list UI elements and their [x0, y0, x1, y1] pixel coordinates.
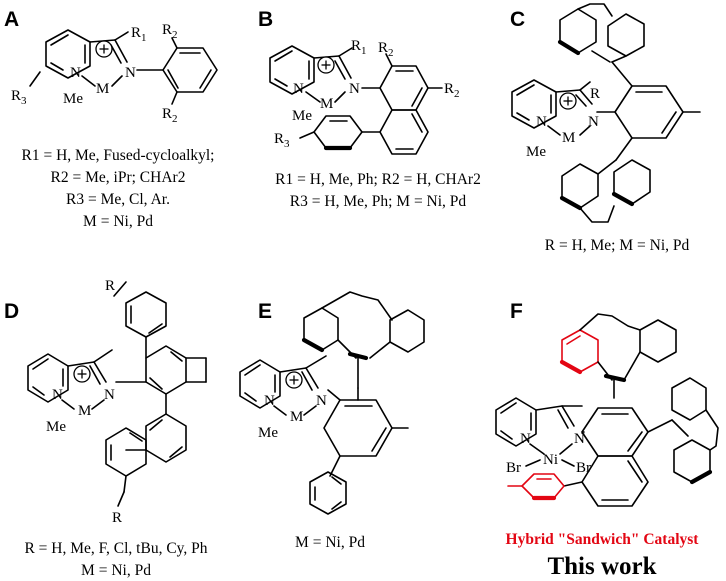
panel-e-letter: E: [258, 300, 272, 323]
panel-d-letter: D: [4, 300, 19, 323]
r1-sub: 1: [361, 45, 367, 57]
n-pyridine: N: [70, 65, 81, 81]
n-imine: N: [588, 114, 599, 130]
caption-line: R2 = Me, iPr; CHAr2: [51, 169, 186, 186]
panel-d-caption: R = H, Me, F, Cl, tBu, Cy, Ph M = Ni, Pd: [24, 540, 207, 579]
svg-text:R3: R3: [274, 131, 290, 150]
caption-line: M = Ni, Pd: [81, 562, 151, 579]
panel-c-letter: C: [510, 8, 525, 31]
panel-d: D: [4, 278, 208, 579]
panel-a-structure: [29, 29, 218, 105]
svg-text:R2: R2: [162, 106, 178, 125]
metal-m: M: [290, 409, 303, 425]
r2-bottom-sub: 2: [172, 113, 178, 125]
cationic-charge-icon: [559, 92, 577, 110]
cationic-charge-icon: [285, 371, 303, 389]
metal-m: M: [96, 81, 109, 97]
r2-top-label: R: [162, 22, 172, 38]
cationic-charge-icon: [317, 56, 335, 74]
methyl-me: Me: [258, 425, 278, 441]
cationic-charge-icon: [95, 40, 113, 58]
caption-line: R3 = H, Me, Ph; M = Ni, Pd: [290, 193, 467, 210]
metal-m: M: [562, 130, 575, 146]
r1-label: R: [131, 25, 141, 41]
svg-text:R3: R3: [11, 88, 27, 107]
n-imine: N: [574, 431, 585, 447]
n-pyridine: N: [52, 387, 63, 403]
r1-label: R: [351, 38, 361, 54]
panel-f-letter: F: [510, 300, 523, 323]
bromide-right: Br: [576, 460, 591, 476]
r3-label: R: [11, 88, 21, 104]
caption-line: M = Ni, Pd: [295, 534, 365, 551]
panel-a-caption: R1 = H, Me, Fused-cycloalkyl; R2 = Me, i…: [22, 147, 215, 230]
r2-top-label: R: [378, 40, 388, 56]
metal-ni: Ni: [543, 452, 558, 468]
methyl-me: Me: [63, 91, 83, 107]
svg-text:R2: R2: [444, 81, 460, 100]
svg-text:R2: R2: [162, 22, 178, 41]
panel-a-letter: A: [4, 8, 19, 31]
r3-sub: 3: [284, 138, 290, 150]
caption-line: R3 = Me, Cl, Ar.: [66, 191, 170, 208]
metal-m: M: [320, 96, 333, 112]
r2-right-label: R: [444, 81, 454, 97]
methyl-me: Me: [46, 419, 66, 435]
n-pyridine: N: [520, 431, 531, 447]
methyl-me: Me: [526, 144, 546, 160]
n-pyridine: N: [293, 81, 304, 97]
panel-e-structure: [239, 291, 425, 515]
n-imine: N: [349, 81, 360, 97]
r2-right-sub: 2: [454, 88, 460, 100]
r-top-label: R: [105, 278, 115, 294]
panel-c: C: [510, 3, 701, 254]
n-imine: N: [104, 387, 115, 403]
panel-d-structure: [27, 281, 207, 507]
svg-text:R1: R1: [131, 25, 147, 44]
r-label: R: [590, 86, 600, 102]
n-imine: N: [316, 393, 327, 409]
panel-f: F: [495, 300, 719, 580]
panel-a: A N N M Me R1: [4, 8, 218, 230]
panel-b: B: [258, 8, 481, 210]
n-pyridine: N: [536, 114, 547, 130]
hybrid-catalyst-tagline: Hybrid "Sandwich" Catalyst: [506, 531, 700, 548]
r2-bottom-label: R: [162, 106, 172, 122]
caption-line: R1 = H, Me, Ph; R2 = H, CHAr2: [275, 171, 481, 188]
panel-f-structure: [495, 313, 719, 507]
r-bottom-label: R: [112, 510, 122, 526]
caption-line: R = H, Me; M = Ni, Pd: [545, 237, 690, 254]
svg-text:R1: R1: [351, 38, 367, 57]
r1-sub: 1: [141, 32, 147, 44]
caption-line: R1 = H, Me, Fused-cycloalkyl;: [22, 147, 215, 164]
methyl-me: Me: [292, 108, 312, 124]
r3-label: R: [274, 131, 284, 147]
caption-line: R = H, Me, F, Cl, tBu, Cy, Ph: [24, 540, 207, 557]
svg-text:R2: R2: [378, 40, 394, 59]
panel-c-structure: [511, 3, 701, 223]
n-pyridine: N: [264, 393, 275, 409]
metal-m: M: [78, 403, 91, 419]
cationic-charge-icon: [73, 365, 91, 383]
n-imine: N: [125, 65, 136, 81]
caption-line: M = Ni, Pd: [83, 213, 153, 230]
r3-sub: 3: [21, 95, 27, 107]
panel-e: E: [239, 291, 425, 551]
this-work-label: This work: [547, 553, 656, 580]
r2-top-sub: 2: [172, 29, 178, 41]
panel-b-structure: [269, 45, 443, 155]
panel-b-caption: R1 = H, Me, Ph; R2 = H, CHAr2 R3 = H, Me…: [275, 171, 481, 210]
panel-b-letter: B: [258, 8, 273, 31]
bromide-left: Br: [506, 460, 521, 476]
r2-top-sub: 2: [388, 47, 394, 59]
